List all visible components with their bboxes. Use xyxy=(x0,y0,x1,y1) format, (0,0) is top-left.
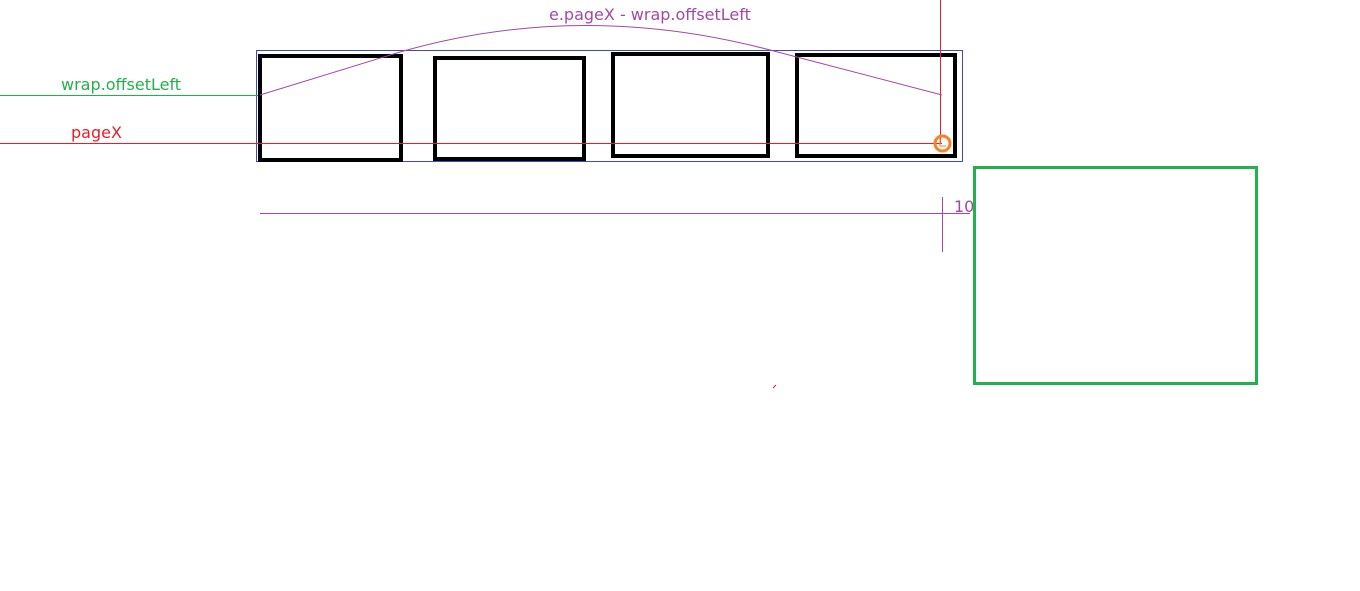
preview-box xyxy=(973,166,1258,385)
distance-arc xyxy=(259,25,943,96)
thumbnail-2 xyxy=(433,56,586,161)
wrap-container xyxy=(256,50,963,162)
stray-mark xyxy=(772,384,777,389)
gap-label: 10 xyxy=(954,197,974,216)
thumbnail-4 xyxy=(795,53,957,158)
distance-label: e.pageX - wrap.offsetLeft xyxy=(549,5,751,24)
page-x-label: pageX xyxy=(71,123,122,142)
cursor-marker xyxy=(933,134,952,153)
thumbnail-3 xyxy=(611,52,770,158)
cursor-icon xyxy=(939,138,946,147)
thumbnail-1 xyxy=(258,54,403,162)
offset-left-label: wrap.offsetLeft xyxy=(61,75,181,94)
